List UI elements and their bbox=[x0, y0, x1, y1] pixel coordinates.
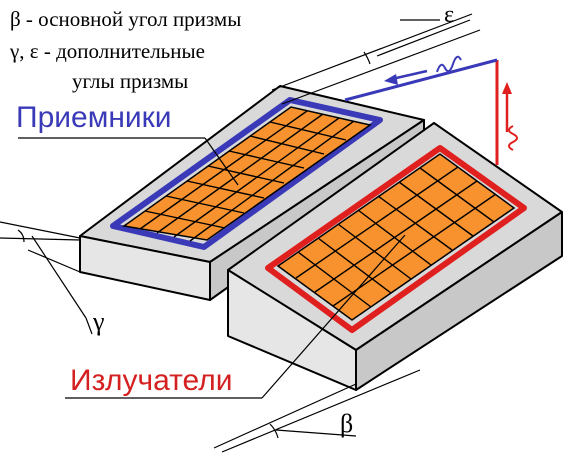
legend-line-2: γ, ε - дополнительные bbox=[9, 39, 205, 63]
receiver-panel-frame bbox=[110, 97, 383, 250]
blue-wave-icon bbox=[436, 55, 462, 73]
legend-line-3: углы призмы bbox=[72, 69, 188, 93]
epsilon-angle-lines bbox=[271, 13, 481, 105]
emitters-label: Излучатели bbox=[70, 364, 233, 397]
receiver-prism-front-face bbox=[79, 235, 211, 301]
gamma-angle-lines bbox=[0, 221, 93, 335]
blue-left-arrow-icon bbox=[384, 69, 428, 85]
emitter-prism bbox=[227, 122, 563, 391]
emission-path bbox=[344, 55, 518, 165]
leader-lines bbox=[18, 19, 440, 399]
receiver-grid bbox=[139, 110, 355, 242]
epsilon-symbol: ε bbox=[444, 2, 454, 28]
beta-symbol: β bbox=[340, 409, 353, 438]
emitter-prism-front-face bbox=[227, 269, 357, 391]
gamma-symbol: γ bbox=[92, 307, 105, 336]
receivers-label: Приемники bbox=[16, 101, 172, 134]
emitter-panel-frame bbox=[265, 145, 527, 333]
red-up-arrow-icon bbox=[502, 82, 512, 132]
legend-line-1: β - основной угол призмы bbox=[10, 7, 241, 31]
beta-angle-lines bbox=[213, 369, 421, 453]
red-wave-icon bbox=[508, 125, 518, 151]
emitter-grid bbox=[295, 166, 497, 308]
